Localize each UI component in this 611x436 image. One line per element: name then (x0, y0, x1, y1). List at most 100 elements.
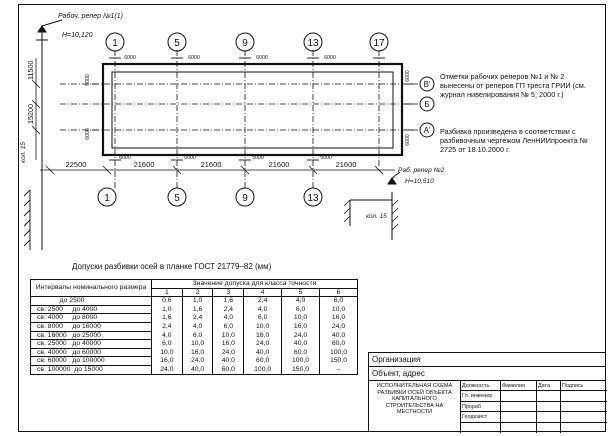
tolerance-value-cell: 40,0 (318, 331, 359, 340)
tolerance-value-cell: 24,0 (281, 331, 320, 340)
signature-grid: Должность Фамилия Дата Подпись Гл. инжен… (461, 381, 607, 433)
role-chief-engineer: Гл. инженер (461, 391, 501, 401)
accuracy-class-header: 2 (181, 287, 214, 298)
interval-cell: св. 40000 до 60000 (30, 347, 152, 358)
dimension-label: 21600 (134, 160, 155, 169)
dimension-label: 21600 (201, 160, 222, 169)
axis-marker-ticks (92, 57, 413, 161)
right-axis-markers (419, 76, 435, 138)
tolerance-value-cell: 2,4 (212, 305, 245, 314)
surname-cell (501, 401, 537, 412)
tolerance-value-cell: 10,0 (281, 313, 320, 323)
tolerance-value-cell: 60,0 (281, 348, 320, 357)
axis-label-right: B' (424, 80, 431, 89)
axis-label-right: A' (424, 126, 431, 135)
interval-cell: св. 2500 до 4000 (30, 304, 152, 315)
tolerance-value-cell: 4,0 (181, 322, 214, 332)
dimension-label: 21600 (269, 160, 290, 169)
bottom-dimension-line (40, 165, 395, 175)
accuracy-class-header: 1 (151, 287, 183, 298)
tolerance-value-cell: 24,0 (212, 348, 245, 357)
axis-label-bottom: 5 (174, 193, 180, 204)
top-axis-markers (105, 32, 389, 52)
surname-cell (501, 391, 537, 401)
accuracy-class-header: 4 (243, 287, 283, 298)
tolerance-value-cell: 60,0 (212, 365, 245, 375)
title-block: Организация Объект, адрес ИСПОЛНИТЕЛЬНАЯ… (368, 352, 607, 433)
tolerance-values-header: Значение допуска для класса точности (151, 279, 358, 289)
staking-note: Разбивка произведена в соответствии с ра… (440, 127, 588, 154)
offset-dimension: 5000 (320, 155, 332, 161)
position-cell (461, 422, 501, 433)
top-axis-labels: 1 5 9 13 17 (112, 38, 385, 49)
offset-dimension: 6000 (405, 70, 411, 82)
benchmark-1-pile: кол. 15 (20, 142, 27, 163)
tolerance-value-cell: 2,4 (151, 322, 183, 332)
date-column-header: Дата (537, 381, 561, 391)
axis-label-top: 13 (307, 38, 319, 49)
offset-dimension: 6000 (256, 55, 268, 61)
axis-label-bottom: 1 (104, 193, 110, 204)
benchmark-1-label: Рабоч. репер №1(1) (58, 12, 123, 20)
axis-label-top: 17 (373, 38, 385, 49)
tolerance-value-cell: 1,6 (181, 305, 214, 314)
signature-column-header: Подпись (562, 383, 584, 389)
role-surveyor: Геодезист (461, 412, 501, 422)
tolerance-value-cell: 100,0 (281, 356, 320, 366)
position-column-header: Должность (461, 381, 501, 391)
tolerance-value-cell: 40,0 (212, 356, 245, 366)
tolerance-table-title: Допуски разбивки осей в планке ГОСТ 2177… (72, 262, 272, 271)
benchmark-2-pile: кол. 15 (366, 213, 387, 220)
axis-label-top: 5 (174, 38, 180, 49)
axis-label-bottom: 9 (242, 193, 248, 204)
right-axis-labels: B' Б A' (424, 80, 431, 135)
offset-dimension: 5000 (85, 74, 91, 86)
vertical-axis-lines (114, 50, 380, 188)
tolerance-value-cell: 24,0 (151, 365, 183, 375)
offset-dimension: 6000 (188, 55, 200, 61)
ground-hatch-right (343, 199, 399, 231)
tolerance-value-cell: 16,0 (318, 313, 359, 323)
bottom-axis-labels: 1 5 9 13 (104, 193, 319, 204)
tolerance-value-cell: 1,0 (181, 296, 214, 306)
tolerance-value-cell: 40,0 (281, 339, 320, 349)
ground-hatch-left (23, 189, 31, 250)
accuracy-class-header: 3 (212, 287, 245, 298)
signature-header-row: Должность Фамилия Дата Подпись (461, 381, 607, 392)
signature-row: Геодезист (461, 412, 607, 423)
tolerance-value-cell: 6,0 (212, 322, 245, 332)
tolerance-value-cell: 24,0 (243, 339, 283, 349)
sheet-frame (18, 4, 606, 432)
surname-cell (501, 412, 537, 422)
interval-cell: св. 4000 до 8000 (30, 313, 152, 323)
tolerance-value-cell: 6,0 (181, 331, 214, 340)
tolerance-value-cell: 6,0 (281, 305, 320, 314)
tolerance-value-cell: 6,0 (243, 313, 283, 323)
tolerance-value-cell: 150,0 (318, 356, 359, 366)
date-cell (537, 401, 561, 412)
offset-dimension: 6000 (119, 155, 131, 161)
object-address-field: Объект, адрес (369, 367, 606, 381)
benchmark-1-height: Н=10,120 (62, 32, 93, 39)
interval-cell: св. 100000 до 15000 (30, 364, 152, 375)
tolerance-value-cell: 4,0 (212, 313, 245, 323)
tolerance-value-cell: 24,0 (181, 356, 214, 366)
building-outline (101, 62, 404, 157)
dimension-label: 21600 (336, 160, 357, 169)
tolerance-value-cell: 60,0 (318, 339, 359, 349)
date-cell (537, 422, 561, 433)
benchmark-1-symbol (36, 19, 63, 250)
accuracy-class-header: 6 (318, 287, 359, 298)
axis-label-top: 9 (242, 38, 248, 49)
drawing-title: ИСПОЛНИТЕЛЬНАЯ СХЕМА РАЗБИВКИ ОСЕЙ ОБЪЕК… (369, 381, 461, 433)
